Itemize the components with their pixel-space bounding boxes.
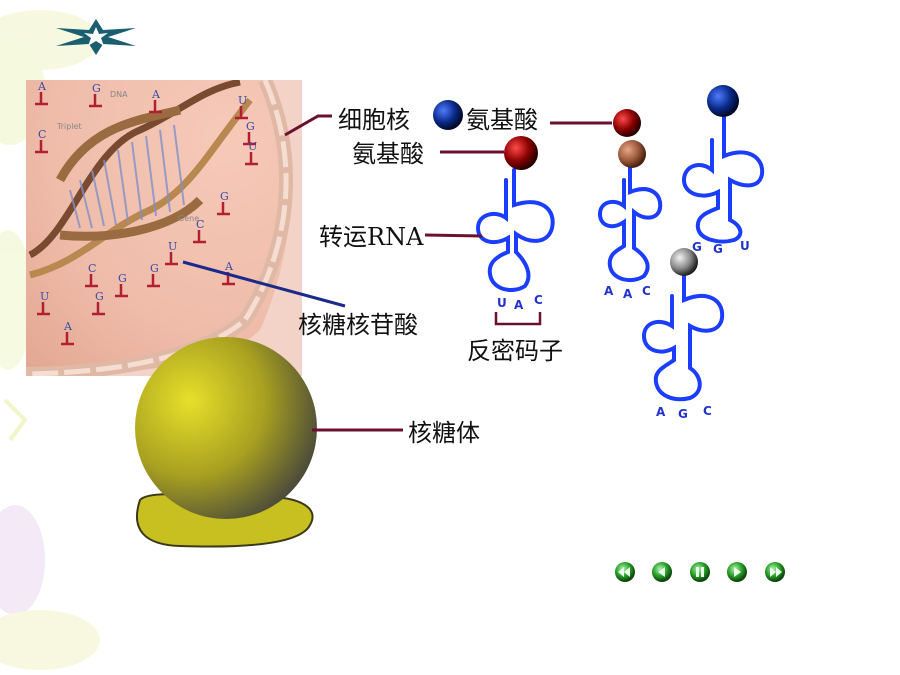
navigation-bar	[615, 562, 785, 582]
trna-2	[597, 163, 663, 283]
nucleotide-letter: G	[150, 262, 159, 275]
nucleotide-letter: U	[168, 240, 177, 253]
nucleotide: G	[243, 120, 256, 146]
amino-acid-ball-red-top	[613, 109, 641, 137]
pause-button[interactable]	[690, 562, 710, 582]
amino-acid-ball-blue-trna-3	[707, 85, 739, 117]
trna-3-base-2: G	[713, 242, 723, 256]
trna-2-base-3: C	[642, 284, 651, 298]
nucleotide-letter: C	[196, 218, 204, 231]
trna-2-base-2: A	[623, 287, 633, 301]
nucleotide: G	[217, 190, 230, 216]
first-slide-button[interactable]	[615, 562, 635, 582]
anticodon-label: 反密码子	[467, 337, 563, 365]
triplet-label: Triplet	[56, 122, 82, 131]
amino-acid-label-1: 氨基酸	[466, 106, 538, 134]
anticodon-bracket	[494, 312, 542, 326]
amino-acid-ball-gray	[670, 248, 698, 276]
nucleotide-letter: C	[38, 128, 46, 141]
trna-1-base-3: C	[534, 293, 543, 307]
amino-acid-ball-blue-left	[433, 100, 463, 130]
nucleus-leader-line	[284, 114, 332, 137]
trna-4	[641, 270, 725, 402]
ribonucleotide-label: 核糖核苷酸	[298, 311, 418, 339]
leader-lines	[182, 114, 612, 432]
star-logo-icon	[56, 19, 136, 55]
last-slide-button[interactable]	[765, 562, 785, 582]
amino-acid-ball-brown	[618, 140, 646, 168]
trna-2-base-1: A	[604, 284, 614, 298]
nucleotide-letter: A	[37, 80, 47, 93]
trna-3-base-1: G	[692, 240, 702, 254]
labels: 细胞核 氨基酸 氨基酸 转运RNA 核糖核苷酸 反密码子 核糖体	[298, 106, 563, 447]
nucleotide: G	[92, 290, 105, 316]
ribonucleotide-leader-line	[182, 260, 346, 308]
nucleotide: G	[115, 272, 128, 298]
nucleotide-letter: G	[118, 272, 127, 285]
ribosome-label: 核糖体	[408, 419, 480, 447]
nucleotide: U	[235, 94, 248, 120]
nucleotide-letter: A	[151, 88, 161, 101]
nucleotide-letter: U	[40, 290, 49, 303]
nucleotide-letter: C	[88, 262, 96, 275]
nucleotide-letter: G	[92, 82, 101, 95]
trna-3-base-3: U	[740, 239, 750, 253]
nucleotide: G	[89, 82, 102, 108]
trna-1	[475, 168, 555, 292]
nucleotide: U	[165, 240, 178, 266]
nucleotide: U	[245, 140, 258, 166]
trna-1-base-1: U	[497, 296, 507, 310]
next-slide-button[interactable]	[727, 562, 747, 582]
nucleus-label: 细胞核	[338, 106, 410, 134]
ribosome-shape	[135, 337, 317, 548]
nucleotide: A	[35, 80, 48, 106]
amino-acid-ball-red-trna-1	[504, 136, 538, 170]
nucleotide: U	[37, 290, 50, 316]
nucleotide-letter: G	[95, 290, 104, 303]
nucleotide: C	[193, 218, 206, 244]
trna-1-base-2: A	[514, 298, 524, 312]
gene-label: Gene	[178, 214, 199, 223]
nucleotide-letter: G	[246, 120, 255, 133]
dna-label: DNA	[110, 90, 128, 99]
nucleotide: G	[147, 262, 160, 288]
trna-molecules	[475, 113, 765, 402]
trna-4-base-2: G	[678, 407, 688, 421]
trna-4-base-3: C	[703, 404, 712, 418]
trna-3	[681, 113, 765, 244]
nucleotide: A	[61, 320, 74, 346]
amino-acid-label-2: 氨基酸	[352, 140, 424, 168]
trna-4-base-1: A	[656, 405, 666, 419]
anticodon-bases: U A C A A C G G U A G C	[497, 239, 750, 421]
nucleotide-letter: G	[220, 190, 229, 203]
nucleotide-letter: A	[224, 260, 234, 273]
nucleotide-letter: A	[63, 320, 73, 333]
trna-label: 转运RNA	[319, 223, 424, 251]
previous-slide-button[interactable]	[652, 562, 672, 582]
nucleotide-letter: U	[248, 140, 257, 153]
nucleotide-letter: U	[238, 94, 247, 107]
nucleotide: C	[85, 262, 98, 288]
nucleotide: C	[35, 128, 48, 154]
trna-leader-line	[424, 233, 483, 238]
nucleotide: A	[149, 88, 162, 114]
